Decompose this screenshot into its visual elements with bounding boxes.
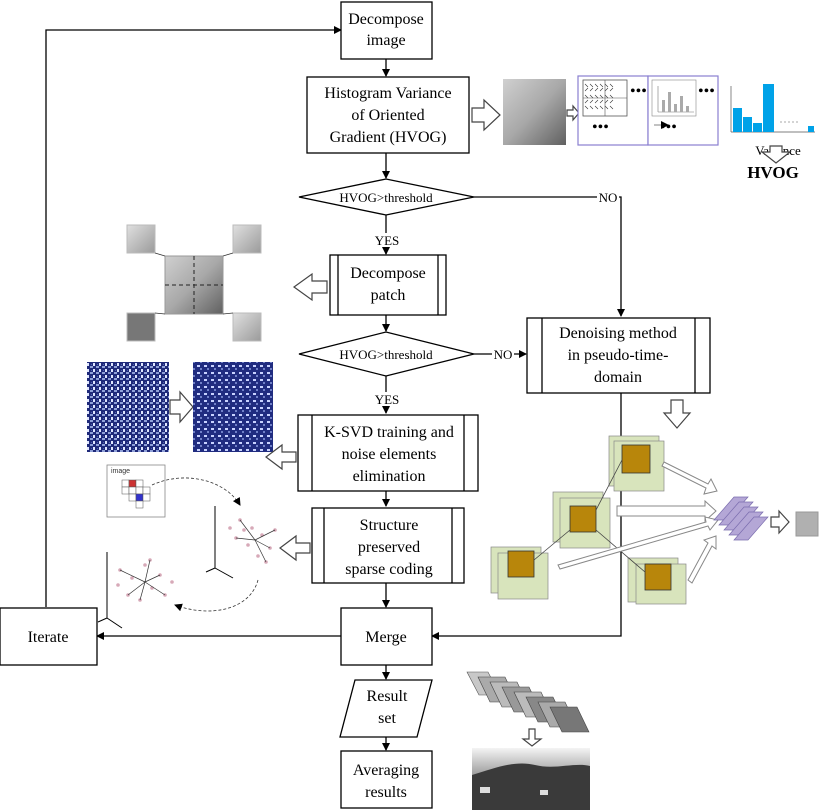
edge-label-yes2: YES — [375, 392, 400, 407]
image-stack — [466, 671, 590, 733]
ksvd-line1: K-SVD training and — [324, 424, 454, 441]
variance-histogram — [730, 84, 815, 133]
yes2-bg — [370, 392, 404, 406]
averaging-line2: results — [365, 784, 407, 801]
decompose-image-line2: image — [366, 32, 405, 49]
patch-group-left — [490, 546, 549, 600]
image-inset-label: image — [111, 468, 130, 475]
averaging-line1: Averaging — [353, 762, 419, 779]
ksvd-line3: elimination — [353, 468, 426, 485]
edge-iterate-loop — [45, 26, 342, 607]
sparse-coding-illustration: image — [97, 464, 311, 629]
node-decompose-patch: Decompose patch — [329, 254, 447, 316]
edge-decision1-no — [474, 196, 625, 317]
hollow-arrow-down-icon-3 — [521, 728, 543, 747]
patch-thumb-bl — [126, 312, 156, 342]
iterate-text: Iterate — [28, 629, 69, 646]
ellipsis-1: ••• — [630, 83, 647, 100]
dictionary-clean — [193, 362, 273, 452]
gray-image-thumbnail — [503, 79, 566, 145]
dictionary-illustration — [87, 362, 297, 471]
patch-thumb-tr — [232, 224, 262, 254]
no2-bg — [492, 347, 514, 361]
decompose-image-line1: Decompose — [348, 11, 424, 28]
ellipsis-2: ••• — [592, 119, 609, 136]
node-decompose-image: Decompose image — [340, 1, 433, 60]
node-decision1: HVOG>threshold — [298, 178, 475, 216]
decision1-text: HVOG>threshold — [339, 190, 433, 205]
node-ksvd: K-SVD training and noise elements elimin… — [297, 414, 479, 492]
hollow-arrow-right-icon-3 — [770, 509, 790, 535]
edge-label-no1: NO — [599, 190, 618, 205]
hollow-arrow-left-icon-1 — [292, 272, 328, 302]
node-decision2: HVOG>threshold — [298, 331, 475, 377]
denoising-line1: Denoising method — [559, 325, 677, 342]
patch-group-middle — [552, 491, 611, 549]
node-denoising: Denoising method in pseudo-time- domain — [526, 317, 711, 394]
node-structure: Structure preserved sparse coding — [311, 507, 465, 584]
result-set-line2: set — [378, 710, 396, 727]
merge-text: Merge — [365, 629, 406, 646]
patch-thumb-tl — [126, 224, 156, 254]
edge-label-yes1: YES — [375, 233, 400, 248]
purple-stack — [713, 496, 769, 541]
patch-group-bottom — [627, 557, 687, 605]
hvog-illustration: ••• ••• ••• ••• Variance HVOG — [471, 75, 815, 182]
small-hollow-arrow-icon — [566, 104, 580, 122]
patch-thumb-br — [232, 312, 262, 342]
result-gray-square — [795, 511, 819, 537]
ksvd-line2: noise elements — [342, 446, 437, 463]
patch-decomposition-illustration — [126, 224, 328, 342]
hvog-line3: Gradient (HVOG) — [330, 129, 447, 146]
node-result-set: Result set — [339, 679, 433, 738]
hollow-arrow-left-icon-3 — [279, 534, 311, 562]
dictionary-noisy — [87, 362, 169, 452]
hollow-arrow-down-icon — [760, 145, 792, 164]
result-set-line1: Result — [367, 688, 408, 705]
ellipsis-4: ••• — [660, 119, 677, 136]
hollow-arrow-left-icon-2 — [265, 443, 297, 471]
decision2-text: HVOG>threshold — [339, 347, 433, 362]
hollow-arrow-right-icon-2 — [169, 390, 194, 424]
decompose-patch-line1: Decompose — [350, 265, 426, 282]
node-hvog: Histogram Variance of Oriented Gradient … — [306, 76, 470, 154]
hvog-line1: Histogram Variance — [324, 85, 451, 102]
yes1-bg — [370, 233, 404, 247]
node-merge: Merge — [340, 607, 433, 666]
hvog-line2: of Oriented — [351, 107, 424, 124]
node-iterate: Iterate — [0, 607, 98, 666]
hollow-arrow-right-icon — [471, 98, 501, 132]
structure-line1: Structure — [360, 517, 419, 534]
no1-bg — [597, 190, 619, 204]
edge-label-no2: NO — [494, 347, 513, 362]
denoising-line3: domain — [594, 369, 642, 386]
pseudo-time-illustration — [490, 399, 819, 605]
ellipsis-3: ••• — [698, 83, 715, 100]
node-averaging: Averaging results — [340, 750, 433, 809]
denoising-line2: in pseudo-time- — [568, 347, 669, 364]
result-images-illustration — [466, 671, 590, 810]
structure-line2: preserved — [358, 539, 420, 556]
decompose-patch-line2: patch — [371, 287, 406, 304]
structure-line3: sparse coding — [345, 561, 433, 578]
patch-group-top — [608, 435, 665, 492]
hollow-arrow-down-icon-2 — [662, 399, 692, 429]
hvog-label: HVOG — [747, 163, 799, 182]
